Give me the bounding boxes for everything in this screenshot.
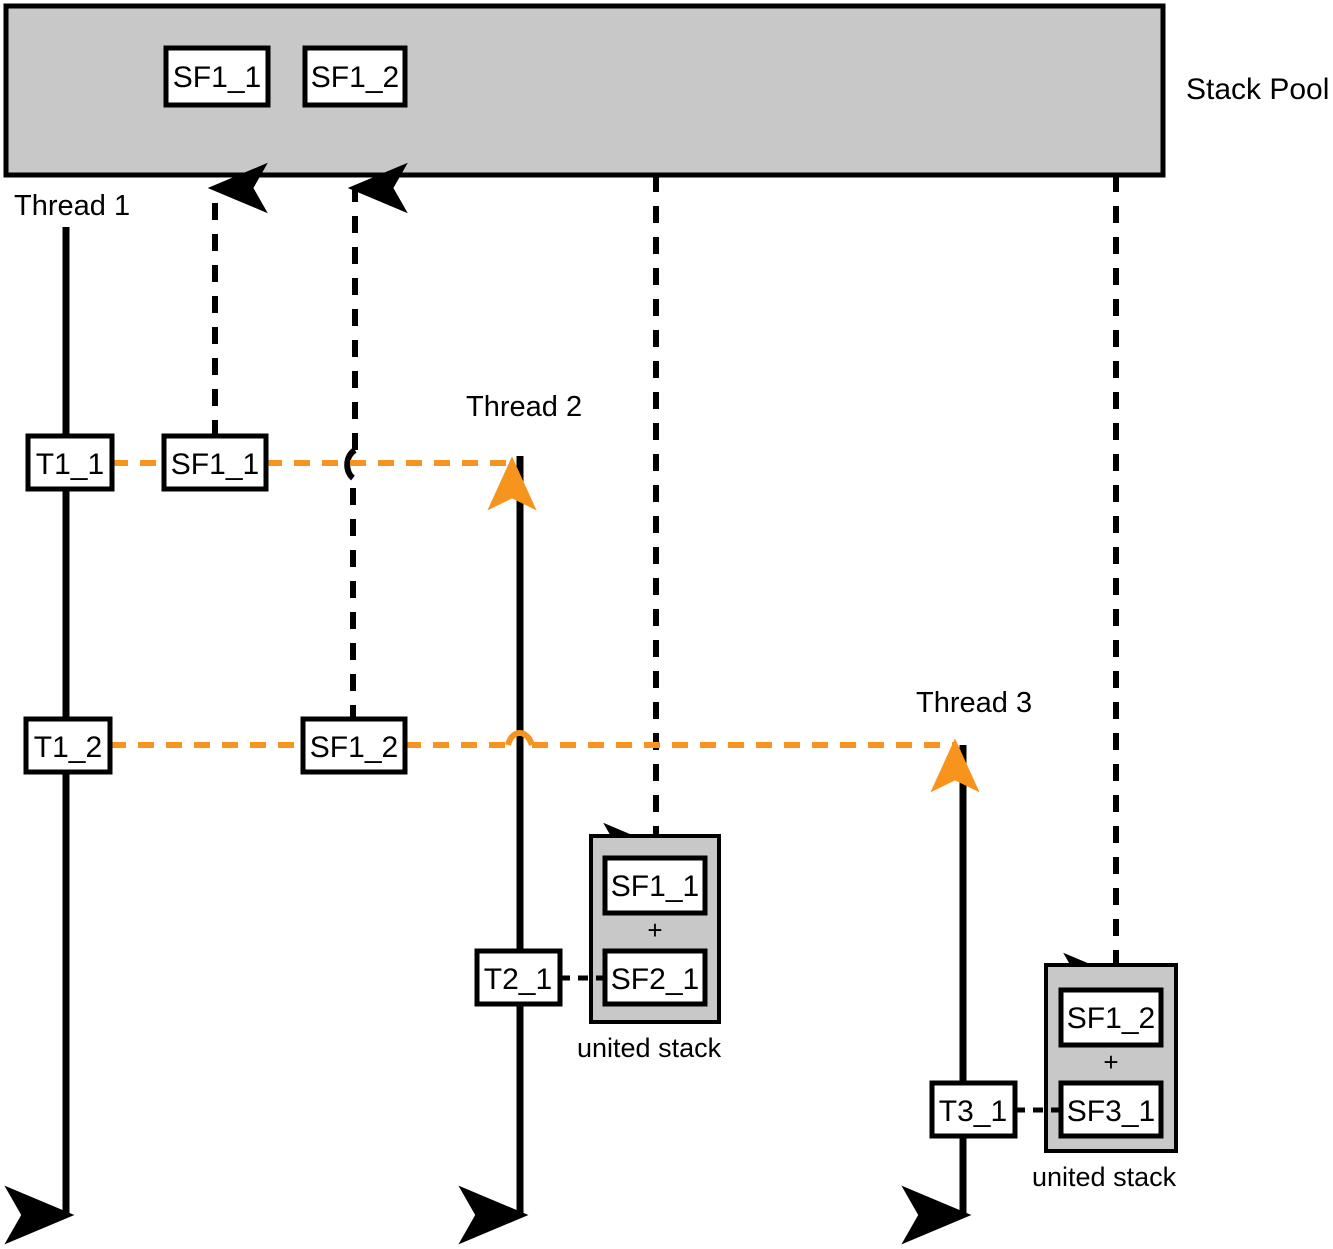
task-box-t1-1 [25, 433, 115, 492]
frame-box-sf1-2-thread1 [300, 716, 408, 775]
united-stack-caption-3: united stack [1032, 1162, 1177, 1192]
thread-3-united-stack [929, 963, 1178, 1153]
thread-3-label: Thread 3 [916, 687, 1033, 719]
task-handoff-2 [110, 730, 980, 793]
united-plus-2: + [647, 915, 662, 945]
united-frame-bottom-label-2: SF2_1 [611, 963, 699, 996]
handoff-2-hop [505, 730, 535, 747]
united-frame-top-label-3: SF1_2 [1067, 1002, 1155, 1035]
pool-frame-label-1: SF1_1 [173, 61, 261, 94]
frame-label-sf1-1-thread1: SF1_1 [171, 448, 259, 481]
united-frame-top-3 [1058, 987, 1164, 1048]
frame-dispatch-arrows [603, 175, 1124, 1004]
thread-lifelines [4, 227, 972, 1245]
pool-frame-box-1 [163, 45, 271, 108]
frame-label-sf1-2-thread1: SF1_2 [310, 731, 398, 764]
thread-2-united-stack [474, 834, 721, 1024]
pool-frame-box-2 [302, 45, 408, 108]
task-label-t1-2: T1_2 [34, 731, 102, 764]
frame-return-arrows [207, 162, 408, 722]
united-frame-bottom-3 [1058, 1080, 1164, 1139]
united-frame-bottom-2 [602, 948, 708, 1007]
united-frame-top-label-2: SF1_1 [611, 870, 699, 903]
return-arrow-sf1-2-hop [344, 447, 357, 481]
thread-1-label: Thread 1 [14, 190, 131, 222]
task-box-t3-1 [929, 1080, 1018, 1139]
thread-1-nodes [23, 433, 408, 775]
united-frame-bottom-label-3: SF3_1 [1067, 1095, 1155, 1128]
thread-2-label: Thread 2 [466, 391, 583, 423]
united-stack-caption-2: united stack [577, 1033, 722, 1063]
pool-frame-label-2: SF1_2 [311, 61, 399, 94]
stack-pool-label: Stack Pool [1186, 73, 1330, 106]
frame-box-sf1-1-thread1 [161, 433, 269, 492]
task-label-t1-1: T1_1 [36, 448, 104, 481]
task-box-t1-2 [23, 716, 113, 775]
task-label-t2-1: T2_1 [484, 963, 552, 996]
task-label-t3-1: T3_1 [939, 1095, 1007, 1128]
stack-pool-region [3, 3, 1166, 178]
united-plus-3: + [1103, 1047, 1118, 1077]
united-frame-top-2 [602, 855, 708, 916]
task-box-t2-1 [474, 948, 563, 1007]
